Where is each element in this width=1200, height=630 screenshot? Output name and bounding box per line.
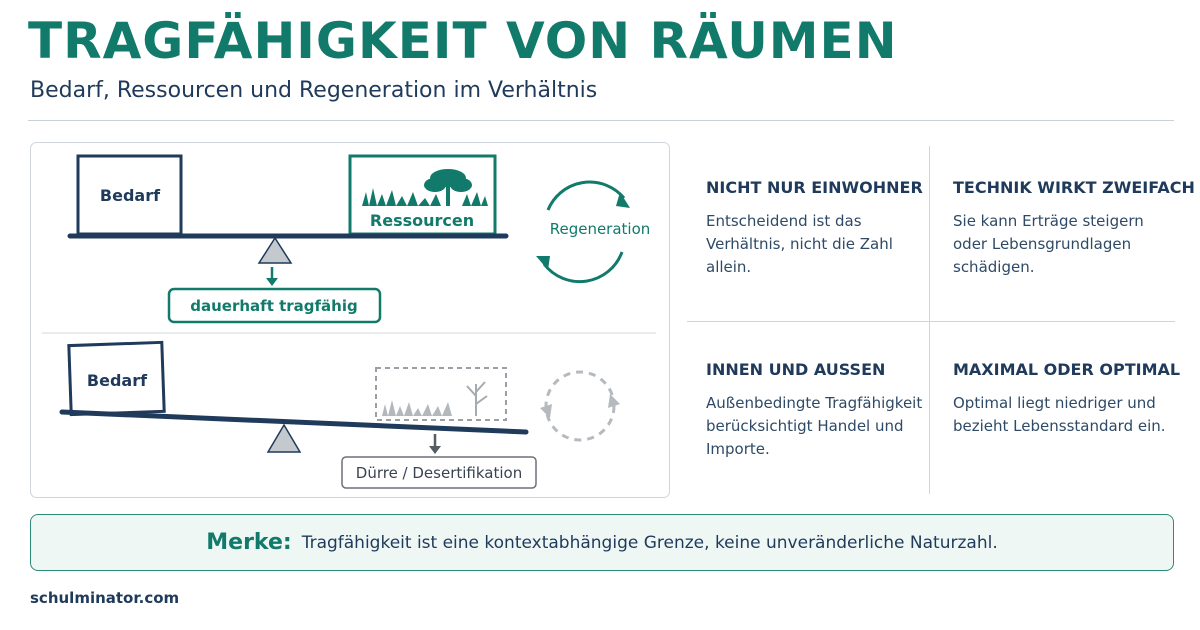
tip-heading: TECHNIK WIRKT ZWEIFACH — [953, 178, 1195, 197]
regeneration-cycle-icon — [542, 180, 626, 284]
merke-text: Tragfähigkeit ist eine kontextabhängige … — [301, 532, 998, 553]
demand-label-bottom: Bedarf — [87, 371, 148, 390]
tip-body: Optimal liegt niedriger und bezieht Lebe… — [953, 394, 1166, 435]
demand-label-top: Bedarf — [100, 186, 161, 205]
beam-bottom — [59, 409, 529, 435]
vegetation-icon — [362, 169, 488, 206]
page-title: TRAGFÄHIGKEIT VON RÄUMEN — [28, 12, 898, 70]
page-subtitle: Bedarf, Ressourcen und Regeneration im V… — [30, 78, 598, 103]
tip-card-inside-outside: INNEN UND AUSSEN Außenbedingte Tragfähig… — [706, 360, 936, 461]
footer-brand: schulminator.com — [30, 589, 180, 607]
demand-box-top — [76, 154, 183, 236]
tip-body: Außenbedingte Tragfähigkeit berücksichti… — [706, 394, 923, 458]
drought-box — [341, 456, 537, 489]
dry-vegetation-icon — [382, 381, 488, 416]
tips-horizontal-divider — [687, 321, 1175, 322]
merke-label: Merke: — [206, 530, 292, 555]
resources-label: Ressourcen — [370, 211, 474, 230]
drought-label: Dürre / Desertifikation — [356, 464, 522, 482]
tips-vertical-divider — [929, 146, 930, 494]
tip-card-technology: TECHNIK WIRKT ZWEIFACH Sie kann Erträge … — [953, 178, 1195, 279]
tip-heading: NICHT NUR EINWOHNER — [706, 178, 923, 197]
tip-card-maximal-optimal: MAXIMAL ODER OPTIMAL Optimal liegt niedr… — [953, 360, 1183, 438]
sustainable-box — [167, 287, 382, 324]
sustainable-label: dauerhaft tragfähig — [190, 297, 357, 315]
fulcrum-bottom — [266, 423, 302, 453]
depleted-resources-box — [375, 367, 507, 421]
header-divider — [28, 120, 1174, 121]
tip-card-population: NICHT NUR EINWOHNER Entscheidend ist das… — [706, 178, 936, 279]
tip-body: Sie kann Erträge steigern oder Lebensgru… — [953, 212, 1144, 276]
tip-heading: MAXIMAL ODER OPTIMAL — [953, 360, 1181, 379]
tip-heading: INNEN UND AUSSEN — [706, 360, 886, 379]
balance-diagram: Bedarf Ressourcen dauerhaft tragfähig Re… — [30, 142, 670, 498]
tip-body: Entscheidend ist das Verhältnis, nicht d… — [706, 212, 893, 276]
merke-box: Merke: Tragfähigkeit ist eine kontextabh… — [30, 514, 1174, 571]
fulcrum-top — [257, 236, 293, 264]
regeneration-label: Regeneration — [550, 220, 651, 238]
